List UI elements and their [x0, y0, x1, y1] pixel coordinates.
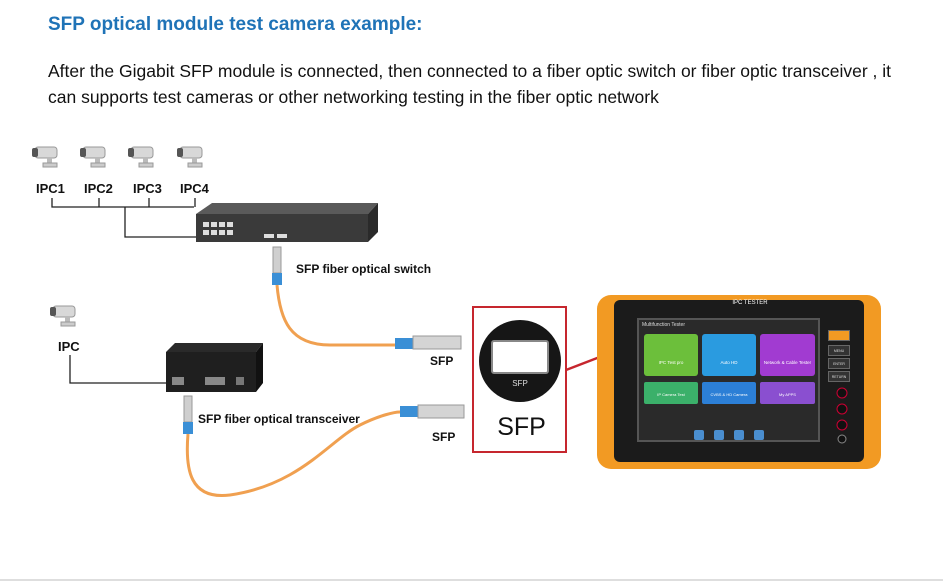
fiber-cable-1: [275, 284, 395, 347]
bottom-divider: [0, 579, 943, 581]
sfp-zoom-label: SFP: [512, 379, 528, 388]
sfp-connector-2: [400, 404, 465, 419]
tester-brand: IPC TESTER: [732, 300, 768, 306]
net-tools-icon[interactable]: [734, 430, 744, 440]
sfp-port-icon: [491, 340, 549, 374]
fiber-cable-2: [185, 410, 401, 498]
camera-icon-2: [79, 146, 106, 168]
tile-auto-hd[interactable]: Auto HD: [702, 334, 756, 376]
screen-title: Multifunction Tester: [642, 322, 685, 328]
switch-sfp-module: [272, 246, 282, 285]
camera-bracket-lines: [51, 198, 196, 238]
camera-label-2: IPC2: [84, 181, 113, 196]
tester-menu-button[interactable]: MENU: [828, 345, 850, 356]
transceiver-sfp-module: [183, 395, 193, 434]
sfp-connector-1: [395, 335, 462, 350]
fiber-switch-device: [196, 203, 378, 242]
tile-ip-camera[interactable]: IP Camera Test: [644, 382, 698, 404]
camera-icon-1: [31, 146, 58, 168]
tester-port-icons: [836, 387, 848, 444]
file-explorer-icon[interactable]: [694, 430, 704, 440]
sfp-label-2: SFP: [432, 430, 456, 444]
description-text: After the Gigabit SFP module is connecte…: [48, 61, 892, 107]
settings-icon[interactable]: [714, 430, 724, 440]
tile-network-cable[interactable]: Network & Cable Tester: [760, 334, 815, 376]
camera-to-transceiver-line: [69, 355, 166, 384]
camera-label-3: IPC3: [133, 181, 162, 196]
sfp-callout-label: SFP: [497, 413, 546, 441]
camera-icon-4: [176, 146, 203, 168]
tester-enter-button[interactable]: ENTER: [828, 358, 850, 369]
camera-icon-3: [127, 146, 154, 168]
switch-label: SFP fiber optical switch: [296, 262, 432, 276]
transceiver-label: SFP fiber optical transceiver: [198, 412, 360, 426]
tile-cvbs-hd[interactable]: CVBS & HD Camera: [702, 382, 756, 404]
page-title: SFP optical module test camera example:: [48, 14, 423, 35]
fiber-transceiver-device: [166, 343, 263, 392]
tester-return-button[interactable]: RETURN: [828, 371, 850, 382]
tile-my-apps[interactable]: My APPS: [760, 382, 815, 404]
tester-top-button[interactable]: [828, 330, 850, 341]
camera-label-1: IPC1: [36, 181, 65, 196]
sfp-label-1: SFP: [430, 354, 454, 368]
camera-label-4: IPC4: [180, 181, 209, 196]
camera-label-single: IPC: [58, 339, 80, 354]
camera-icon-single: [49, 305, 76, 327]
tile-ipc-test[interactable]: IPC Test pro: [644, 334, 698, 376]
cleaner-icon[interactable]: [754, 430, 764, 440]
